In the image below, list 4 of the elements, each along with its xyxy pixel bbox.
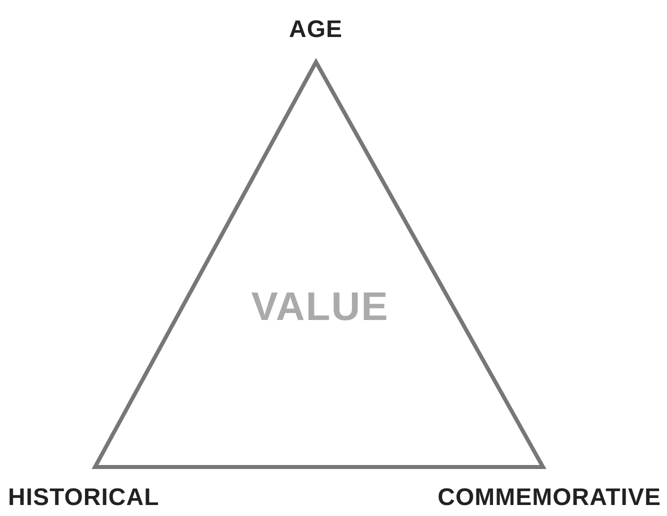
center-label: VALUE (250, 285, 390, 330)
vertex-label: COMMEMORATIVE (438, 484, 661, 512)
vertex-label: AGE (289, 16, 343, 44)
vertex-label: HISTORICAL (8, 484, 160, 512)
